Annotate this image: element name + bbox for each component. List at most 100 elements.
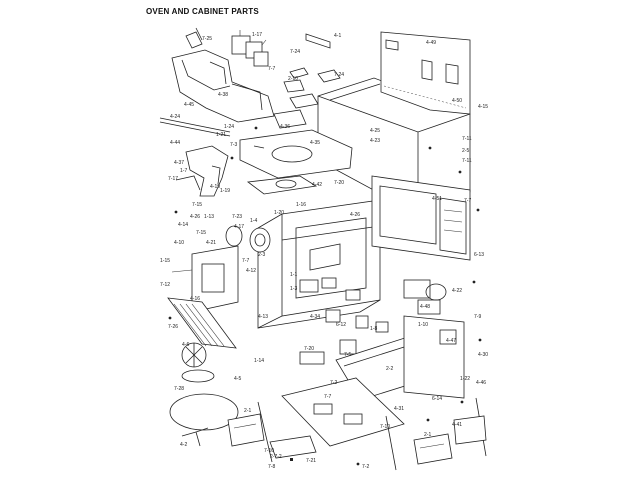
callout-label: 4-48 xyxy=(420,304,430,310)
turntable-parts xyxy=(169,342,239,447)
callout-label: 4-17 xyxy=(234,224,244,230)
callout-label: 4-2 xyxy=(180,442,187,448)
callout-label: 2-5 xyxy=(462,148,469,154)
callout-label: 1-1 xyxy=(290,272,297,278)
screws xyxy=(168,126,482,466)
callout-label: 7-7 xyxy=(268,66,275,72)
callout-label: 7-5 xyxy=(344,352,351,358)
callout-label: 7-7 xyxy=(242,258,249,264)
callout-label: 4-46 xyxy=(476,380,486,386)
stirrer-rail xyxy=(159,117,231,137)
mounting-plate xyxy=(269,435,317,461)
callout-label: 4-51 xyxy=(432,196,442,202)
callout-label: 4-26 xyxy=(190,214,200,220)
callout-label: 4-41 xyxy=(452,422,462,428)
callout-label: 4-45 xyxy=(184,102,194,108)
callout-label: 4-5 xyxy=(234,376,241,382)
callout-label: 7-2 xyxy=(330,380,337,386)
callout-label: 6-13 xyxy=(474,252,484,258)
callout-label: 1-21 xyxy=(216,132,226,138)
callout-label: 1-3 xyxy=(290,286,297,292)
callout-label: 4-47 xyxy=(446,338,456,344)
callout-label: 4-16 xyxy=(190,296,200,302)
callout-label: 4-23 xyxy=(370,138,380,144)
callout-label: 4-22 xyxy=(452,288,462,294)
manual-cards xyxy=(227,413,487,465)
callout-label: 4-1 xyxy=(334,33,341,39)
callout-label: 4-26 xyxy=(350,212,360,218)
callout-label: 4-42 xyxy=(312,182,322,188)
callout-label: 4-34 xyxy=(310,314,320,320)
callout-label: 7-24 xyxy=(290,49,300,55)
callout-label: 4-10 xyxy=(174,240,184,246)
heater-plate xyxy=(246,175,318,195)
callout-label: 2-7-2 xyxy=(270,454,282,460)
callout-labels: 7-25 1-17 4-1 4-49 7-24 7-7 7-24 2-10 4-… xyxy=(160,32,488,470)
callout-label: 4-21 xyxy=(206,240,216,246)
callout-label: 4-36 xyxy=(280,124,290,130)
callout-label: 7-24 xyxy=(334,72,344,78)
callout-label: 1-4 xyxy=(250,218,257,224)
callout-label: 7-12 xyxy=(160,282,170,288)
callout-label: 4-35 xyxy=(310,140,320,146)
callout-label: 7-9 xyxy=(474,314,481,320)
callout-label: 4-31 xyxy=(394,406,404,412)
exhaust-duct xyxy=(175,145,229,197)
callout-label: 2-2 xyxy=(386,366,393,372)
callout-label: 6-14 xyxy=(432,396,442,402)
callout-label: 1-20 xyxy=(274,210,284,216)
callout-label: 4-15 xyxy=(478,104,488,110)
callout-label: 4-44 xyxy=(170,140,180,146)
callout-label: 4-13 xyxy=(258,314,268,320)
callout-label: 7-8 xyxy=(268,464,275,470)
callout-label: 7-11 xyxy=(462,158,472,164)
callout-label: 7-20 xyxy=(304,346,314,352)
callout-label: 7-15 xyxy=(192,202,202,208)
callout-label: 7-20 xyxy=(334,180,344,186)
callout-label: 6-12 xyxy=(336,322,346,328)
callout-label: 4-14 xyxy=(178,222,188,228)
callout-label: 7-28 xyxy=(174,386,184,392)
callout-label: 7-10 xyxy=(264,448,274,454)
callout-label: 7-15 xyxy=(196,230,206,236)
callout-label: 7-3 xyxy=(230,142,237,148)
callout-label: 4-50 xyxy=(452,98,462,104)
callout-label: 4-25 xyxy=(370,128,380,134)
callout-label: 1-8 xyxy=(370,326,377,332)
callout-label: 7-11 xyxy=(462,136,472,142)
fan-motor xyxy=(225,225,271,253)
top-plate xyxy=(239,129,353,179)
callout-label: 1-17 xyxy=(252,32,262,38)
callout-label: 4-49 xyxy=(426,40,436,46)
callout-label: 4-19 xyxy=(210,184,220,190)
callout-label: 2-1 xyxy=(244,408,251,414)
callout-label: 4-12 xyxy=(246,268,256,274)
right-side-panel xyxy=(403,283,465,399)
rear-cabinet-panel xyxy=(380,31,471,115)
callout-label: 7-21 xyxy=(306,458,316,464)
callout-label: 7-7 xyxy=(464,198,471,204)
callout-label: 7-10 xyxy=(380,424,390,430)
callout-label: 1-14 xyxy=(254,358,264,364)
callout-label: 1-7 xyxy=(180,168,187,174)
callout-label: 4-30 xyxy=(478,352,488,358)
callout-label: 1-24 xyxy=(224,124,234,130)
callout-label: 1-22 xyxy=(460,376,470,382)
callout-label: 1-10 xyxy=(418,322,428,328)
callout-label: 1-19 xyxy=(220,188,230,194)
vent-grille xyxy=(167,297,237,349)
callout-label: 7-23 xyxy=(232,214,242,220)
callout-label: 7-7 xyxy=(324,394,331,400)
top-brackets xyxy=(273,33,341,129)
callout-label: 7-26 xyxy=(168,324,178,330)
callout-label: 4-24 xyxy=(170,114,180,120)
callout-label: 1-13 xyxy=(204,214,214,220)
callout-label: 1-15 xyxy=(160,258,170,264)
callout-label: 7-25 xyxy=(202,36,212,42)
callout-label: 4-38 xyxy=(218,92,228,98)
left-side-panel xyxy=(171,245,239,313)
magnetron-assembly xyxy=(231,30,269,67)
callout-label: 4-6 xyxy=(182,342,189,348)
oven-cavity xyxy=(257,199,381,329)
callout-label: 7-2 xyxy=(362,464,369,470)
